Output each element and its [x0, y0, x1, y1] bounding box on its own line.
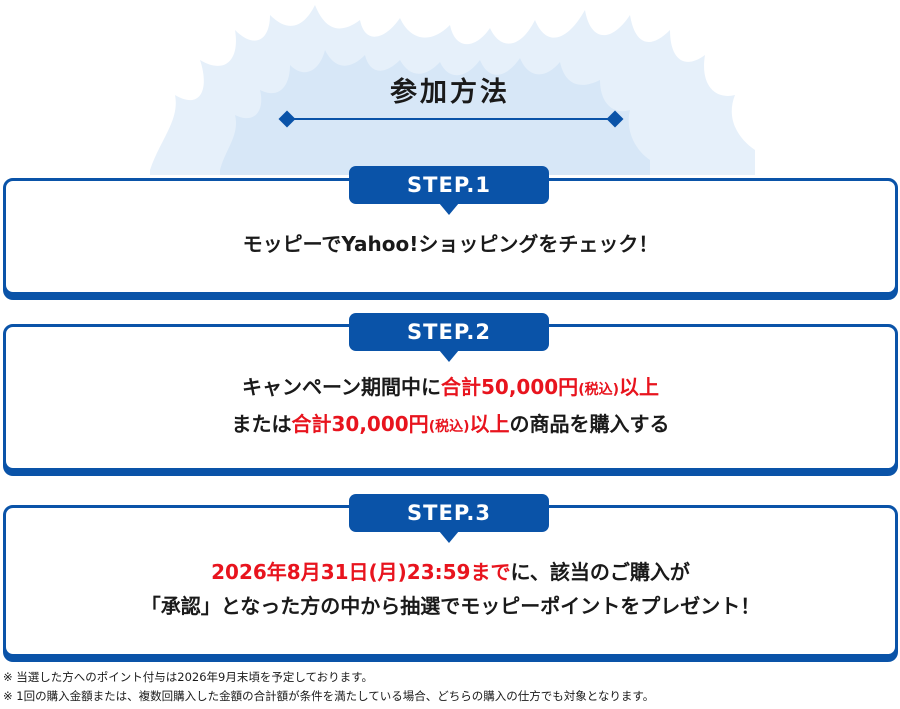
- step-2-line-1-lead: キャンペーン期間中に: [242, 375, 441, 399]
- step-3-text: 2026年8月31日(月)23:59までに、該当のご購入が 「承認」となった方の…: [6, 555, 895, 623]
- footnote-2: ※ 1回の購入金額または、複数回購入した金額の合計額が条件を満たしている場合、ど…: [3, 689, 655, 703]
- step-3-card: 2026年8月31日(月)23:59までに、該当のご購入が 「承認」となった方の…: [3, 505, 898, 657]
- step-3-line-1: 2026年8月31日(月)23:59までに、該当のご購入が: [6, 555, 895, 589]
- step-2-line-2-tail: の商品を購入する: [509, 412, 670, 436]
- step-2-text: キャンペーン期間中に合計50,000円(税込)以上 または合計30,000円(税…: [6, 370, 895, 444]
- step-2-amount-2: 合計30,000円: [291, 412, 429, 436]
- step-2-badge: STEP.2: [349, 313, 549, 362]
- step-3-badge: STEP.3: [349, 494, 549, 543]
- footnotes: ※ 当選した方へのポイント付与は2026年9月末頃を予定しております。 ※ 1回…: [3, 668, 897, 706]
- step-2-above-1: 以上: [618, 375, 659, 399]
- step-2-line-2-lead: または: [231, 412, 292, 436]
- step-2-above-2: 以上: [469, 412, 510, 436]
- step-3-deadline: 2026年8月31日(月)23:59まで: [211, 560, 511, 584]
- page-title: 参加方法: [390, 77, 510, 108]
- step-2-tax-note-1: (税込): [578, 382, 619, 398]
- step-2-line-1: キャンペーン期間中に合計50,000円(税込)以上: [6, 370, 895, 407]
- step-1-text: モッピーでYahoo!ショッピングをチェック！: [242, 232, 659, 256]
- flame-background-decoration: [150, 5, 755, 175]
- step-2-tax-note-2: (税込): [428, 419, 470, 435]
- step-3-line-1-tail: に、該当のご購入が: [510, 560, 690, 584]
- step-3-line-2: 「承認」となった方の中から抽選でモッピーポイントをプレゼント！: [140, 594, 761, 618]
- step-1-badge: STEP.1: [349, 166, 549, 215]
- step-2-amount-1: 合計50,000円: [441, 375, 579, 399]
- step-2-line-2: または合計30,000円(税込)以上の商品を購入する: [6, 407, 895, 444]
- footnote-1: ※ 当選した方へのポイント付与は2026年9月末頃を予定しております。: [3, 670, 374, 684]
- title-divider: [278, 110, 624, 128]
